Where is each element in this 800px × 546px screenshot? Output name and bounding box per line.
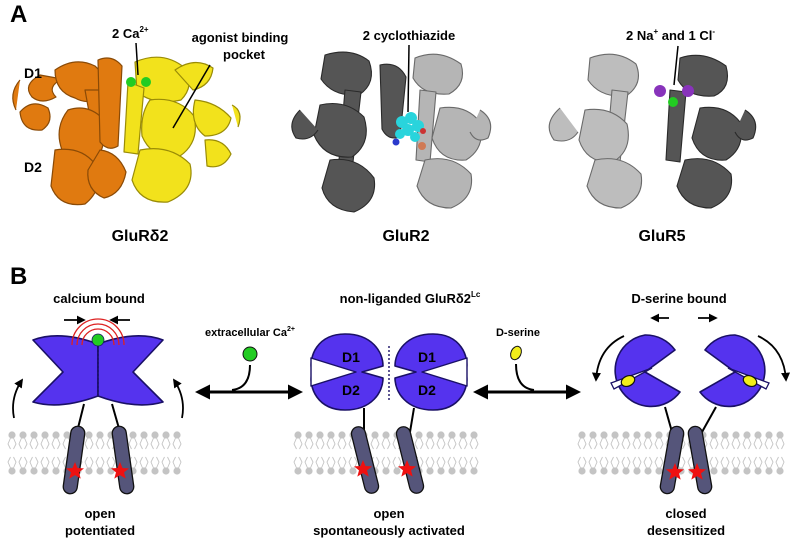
glur5-subunit-dark	[666, 55, 756, 208]
lipid	[426, 431, 434, 474]
membrane-1	[8, 431, 181, 474]
dserine-molecule	[509, 345, 524, 362]
lipid	[633, 431, 641, 474]
lipid	[151, 431, 159, 474]
helix	[659, 425, 685, 494]
lipid	[305, 431, 313, 474]
state-status-calcium-2: potentiated	[65, 523, 135, 538]
lipid	[589, 431, 597, 474]
d2-label: D2	[24, 159, 42, 175]
calcium-ion	[92, 334, 104, 346]
glurd2-subunit-yellow	[124, 57, 240, 202]
lipid	[162, 431, 170, 474]
lipid	[52, 431, 60, 474]
lipid	[655, 431, 663, 474]
lobe-d1-left: D1	[342, 349, 360, 365]
lipid	[448, 431, 456, 474]
state-status-calcium-1: open	[84, 506, 115, 521]
lipid	[459, 431, 467, 474]
glur2-structure	[292, 52, 491, 212]
lipid	[622, 431, 630, 474]
lobe-d1-right: D1	[418, 349, 436, 365]
agonist-pocket-label-2: pocket	[223, 47, 266, 62]
sodium-ion	[682, 85, 694, 97]
lipid	[765, 431, 773, 474]
lipid	[85, 431, 93, 474]
state-status-nonliganded-2: spontaneously activated	[313, 523, 465, 538]
structure-name-glurd2: GluRδ2	[112, 228, 169, 245]
lipid	[437, 431, 445, 474]
lipid	[41, 431, 49, 474]
sodium-ion	[654, 85, 666, 97]
agonist-pocket-label: agonist binding	[192, 30, 289, 45]
calcium-ion	[126, 77, 136, 87]
state-title-calcium: calcium bound	[53, 291, 145, 306]
lobe-left	[33, 336, 98, 405]
lipid	[611, 431, 619, 474]
calcium-ligand-label: extracellular Ca2+	[205, 326, 295, 339]
state-status-dserine-2: desensitized	[647, 523, 725, 538]
cyclothiazide-label: 2 cyclothiazide	[363, 28, 455, 43]
glurd2-structure	[13, 57, 240, 204]
lipid	[338, 431, 346, 474]
structure-name-glur2: GluR2	[382, 228, 429, 245]
lipid	[19, 431, 27, 474]
glur5-subunit-light	[549, 54, 641, 208]
chloride-ion	[668, 97, 678, 107]
state-title-dserine: D-serine bound	[631, 291, 726, 306]
lipid	[644, 431, 652, 474]
lipid	[382, 431, 390, 474]
lipid	[721, 431, 729, 474]
lipid	[8, 431, 16, 474]
panel-b-letter: B	[10, 263, 27, 290]
glur2-subunit-dark	[292, 52, 406, 212]
lipid	[710, 431, 718, 474]
calcium-ion	[141, 77, 151, 87]
na-cl-label: 2 Na+ and 1 Cl-	[626, 27, 715, 43]
calcium-ion	[243, 347, 257, 361]
lipid	[96, 431, 104, 474]
glur5-structure	[549, 54, 755, 208]
lipid	[743, 431, 751, 474]
lobe-d2-right: D2	[418, 382, 436, 398]
lipid	[327, 431, 335, 474]
helix	[687, 425, 713, 494]
lipid	[600, 431, 608, 474]
state-status-nonliganded-1: open	[373, 506, 404, 521]
lipid	[294, 431, 302, 474]
panel-a-letter: A	[10, 1, 27, 28]
lipid	[316, 431, 324, 474]
calcium-label: 2 Ca2+	[112, 25, 149, 41]
dserine-ligand-label: D-serine	[496, 327, 540, 339]
lipid	[140, 431, 148, 474]
lobe-right	[98, 336, 163, 405]
lipid	[578, 431, 586, 474]
lipid	[470, 431, 478, 474]
lipid	[30, 431, 38, 474]
lobe-d2-left: D2	[342, 382, 360, 398]
lipid	[732, 431, 740, 474]
state-status-dserine-1: closed	[665, 506, 706, 521]
lipid	[754, 431, 762, 474]
lipid	[173, 431, 181, 474]
membrane-2	[294, 431, 478, 474]
lipid	[776, 431, 784, 474]
structure-name-glur5: GluR5	[638, 228, 685, 245]
d1-label: D1	[24, 65, 42, 81]
state-title-nonliganded: non-liganded GluRδ2Lc	[340, 290, 481, 306]
